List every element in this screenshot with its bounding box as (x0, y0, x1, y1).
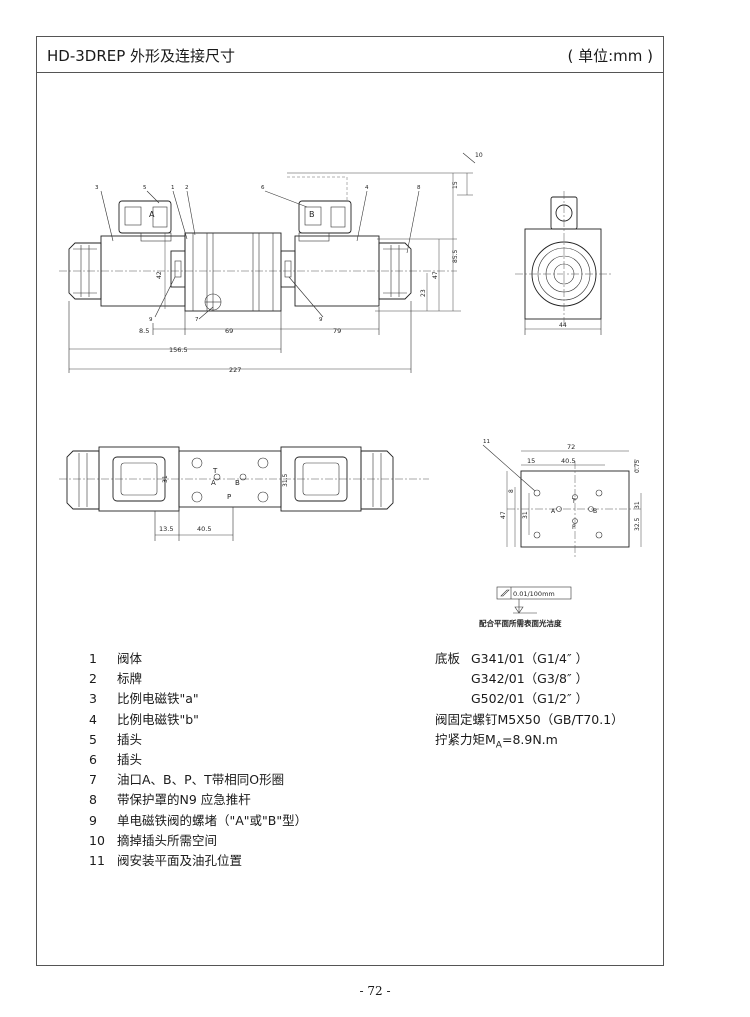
port-p: P (227, 493, 231, 501)
page-title: HD-3DREP 外形及连接尺寸 (47, 47, 236, 65)
port-a: A (211, 479, 216, 487)
surface-port-p: P (572, 524, 576, 531)
callout-6: 6 (261, 185, 265, 191)
port-label-a-top: A (149, 210, 155, 219)
port-b: B (235, 479, 240, 487)
dim-156-5: 156.5 (169, 346, 188, 354)
dim-10: 10 (475, 152, 483, 159)
dim-227: 227 (229, 366, 241, 374)
screw-spec: 阀固定螺钉M5X50（GB/T70.1） (435, 711, 624, 727)
drawing-frame: HD-3DREP 外形及连接尺寸 ( 单位:mm ) (36, 36, 664, 966)
dim-31-surface-right: 31 (634, 501, 641, 509)
callout-9-right: 9 (319, 317, 323, 323)
top-view (59, 446, 429, 541)
callout-2: 2 (185, 185, 189, 191)
drawing-svg: 10 15 85.5 47 23 42 8.5 69 79 156.5 227 … (59, 152, 642, 628)
surface-port-b: B (593, 508, 597, 515)
callout-7: 7 (195, 317, 199, 323)
dim-32-5: 32.5 (634, 517, 641, 531)
callout-9-left: 9 (149, 317, 153, 323)
base-plate-row: G342/01（G3/8″ ） (471, 671, 589, 687)
torque-spec: 拧紧力矩MA=8.9N.m (435, 731, 558, 751)
dim-15: 15 (452, 181, 459, 189)
dim-23: 23 (420, 289, 427, 297)
dim-8-5: 8.5 (139, 327, 149, 335)
dim-44: 44 (559, 322, 567, 329)
dim-31-surface-left: 31 (522, 511, 529, 519)
callout-11: 11 (483, 439, 490, 445)
dim-40-5-surface: 40.5 (561, 457, 575, 465)
dim-31-5: 31.5 (282, 473, 289, 487)
tolerance-caption: 配合平面所需表面光洁度 (479, 618, 562, 628)
dim-47-surface: 47 (500, 511, 507, 519)
page-number: - 72 - (359, 984, 391, 998)
surface-port-a: A (551, 508, 556, 515)
dim-13-5: 13.5 (159, 525, 173, 533)
dim-8: 8 (508, 489, 515, 493)
dim-72: 72 (567, 443, 575, 451)
base-plate-label: 底板 (435, 651, 461, 666)
port-label-b-top: B (309, 210, 315, 219)
callout-3: 3 (95, 185, 99, 191)
port-t: T (212, 467, 218, 475)
tolerance-frame (496, 586, 572, 614)
dim-69: 69 (225, 327, 233, 335)
callout-5: 5 (143, 185, 147, 191)
dim-0-75: 0.75 (634, 459, 641, 473)
unit-label: ( 单位:mm ) (567, 47, 653, 65)
callout-1: 1 (171, 185, 175, 191)
dim-85-5: 85.5 (452, 249, 459, 263)
dim-42: 42 (156, 271, 163, 279)
dim-31: 31 (162, 475, 169, 483)
side-view (515, 191, 613, 335)
dim-15-surface: 15 (527, 457, 535, 465)
tolerance-value: 0.01/100mm (513, 590, 555, 598)
front-view (59, 152, 476, 373)
callout-4: 4 (365, 185, 369, 191)
mounting-surface-view (482, 444, 642, 557)
dim-40-5: 40.5 (197, 525, 211, 533)
dim-47: 47 (432, 271, 439, 279)
dim-79: 79 (333, 327, 341, 335)
callout-8: 8 (417, 185, 421, 191)
surface-port-t: T (571, 498, 576, 505)
header-bar: HD-3DREP 外形及连接尺寸 ( 单位:mm ) (37, 37, 663, 73)
technical-drawing: 10 15 85.5 47 23 42 8.5 69 79 156.5 227 … (37, 73, 663, 633)
base-plate-row: G502/01（G1/2″ ） (471, 691, 589, 707)
